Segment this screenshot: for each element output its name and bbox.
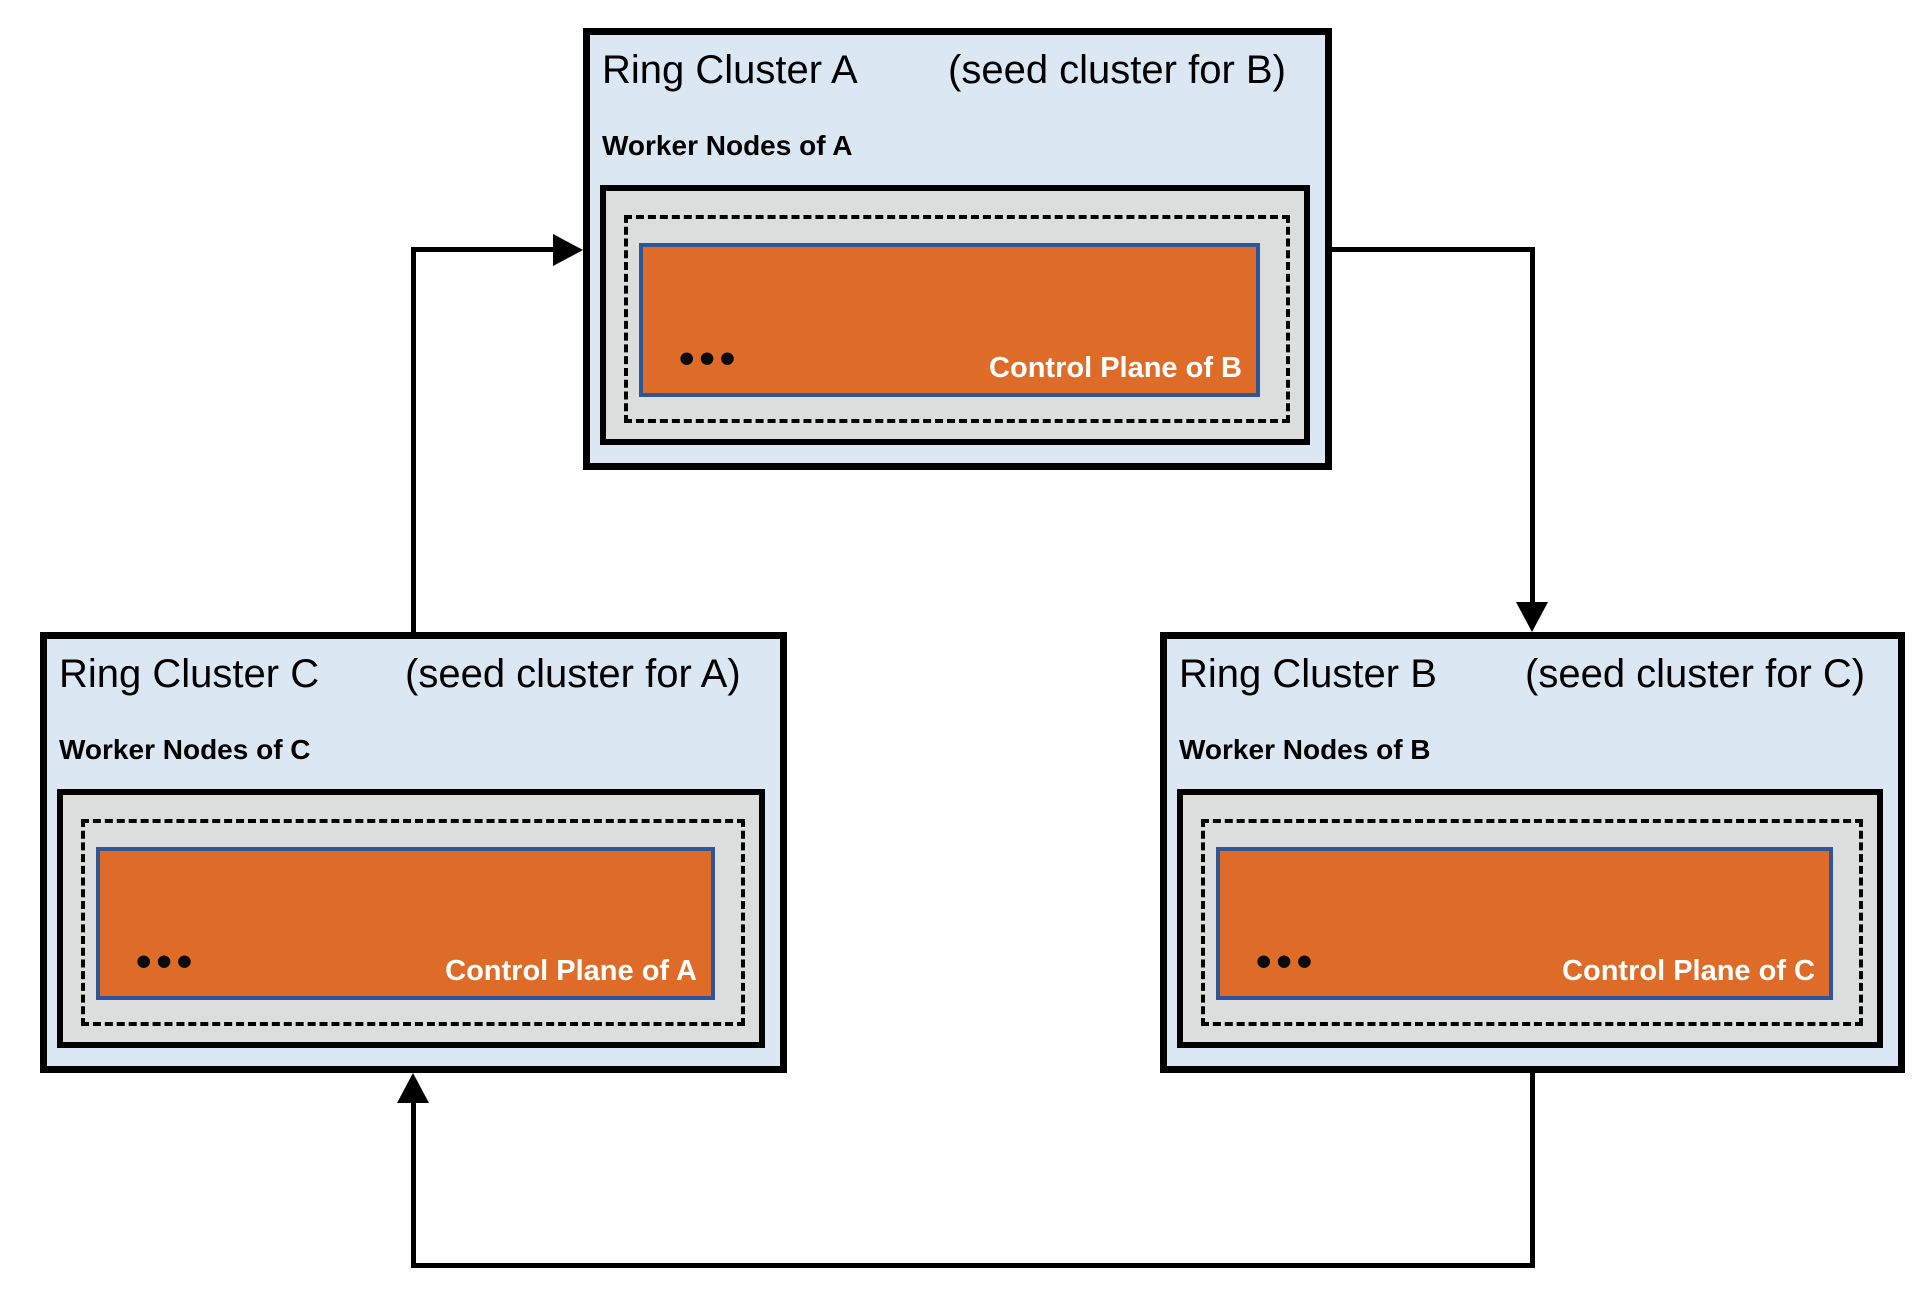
arrow-a-to-b-horizontal-segment <box>1332 247 1535 252</box>
cluster-a: Ring Cluster A (seed cluster for B) Work… <box>583 28 1332 470</box>
arrow-b-to-c-right-vertical-segment <box>1530 1073 1535 1268</box>
cluster-b-ellipsis-dots: ••• <box>1256 937 1318 986</box>
cluster-a-worker-node-box: ••• Control Plane of B <box>600 185 1310 445</box>
cluster-a-ellipsis-dots: ••• <box>679 334 741 383</box>
cluster-c-control-plane-box: ••• Control Plane of A <box>96 847 715 1000</box>
arrow-a-to-b-arrowhead-icon <box>1516 602 1548 632</box>
cluster-c-worker-nodes-label: Worker Nodes of C <box>59 734 311 765</box>
cluster-c-title: Ring Cluster C <box>59 652 320 696</box>
cluster-c-worker-node-box: ••• Control Plane of A <box>57 789 765 1048</box>
cluster-b-seed-note: (seed cluster for C) <box>1525 652 1866 696</box>
cluster-a-dashed-ring <box>624 215 1290 423</box>
cluster-a-worker-nodes-label: Worker Nodes of A <box>602 130 853 161</box>
cluster-a-control-plane-box: ••• Control Plane of B <box>639 243 1260 397</box>
cluster-b-title: Ring Cluster B <box>1179 652 1437 696</box>
cluster-c-title-row: Ring Cluster C (seed cluster for A) <box>53 651 776 703</box>
cluster-b-worker-node-box: ••• Control Plane of C <box>1177 789 1883 1048</box>
cluster-b: Ring Cluster B (seed cluster for C) Work… <box>1160 632 1905 1073</box>
arrow-a-to-b-vertical-segment <box>1530 247 1535 605</box>
cluster-a-control-plane-label: Control Plane of B <box>989 352 1242 384</box>
cluster-b-control-plane-box: ••• Control Plane of C <box>1216 847 1833 1000</box>
cluster-a-title-row: Ring Cluster A (seed cluster for B) <box>596 47 1321 99</box>
cluster-b-dashed-ring <box>1201 819 1863 1026</box>
cluster-a-seed-note: (seed cluster for B) <box>948 48 1286 92</box>
cluster-c-ellipsis-dots: ••• <box>136 937 198 986</box>
cluster-a-title: Ring Cluster A <box>602 48 858 92</box>
arrow-b-to-c-left-vertical-segment <box>411 1098 416 1268</box>
arrow-b-to-c-horizontal-segment <box>411 1263 1535 1268</box>
arrow-b-to-c-arrowhead-icon <box>397 1073 429 1103</box>
cluster-b-worker-nodes-label: Worker Nodes of B <box>1179 734 1431 765</box>
arrow-c-to-a-arrowhead-icon <box>553 234 583 266</box>
arrow-c-to-a-vertical-segment <box>411 247 416 632</box>
cluster-c: Ring Cluster C (seed cluster for A) Work… <box>40 632 787 1073</box>
cluster-c-control-plane-label: Control Plane of A <box>445 955 697 987</box>
cluster-c-seed-note: (seed cluster for A) <box>405 652 741 696</box>
cluster-c-dashed-ring <box>81 819 745 1026</box>
arrow-c-to-a-horizontal-segment <box>411 247 553 252</box>
cluster-b-control-plane-label: Control Plane of C <box>1562 955 1815 987</box>
cluster-b-title-row: Ring Cluster B (seed cluster for C) <box>1173 651 1894 703</box>
